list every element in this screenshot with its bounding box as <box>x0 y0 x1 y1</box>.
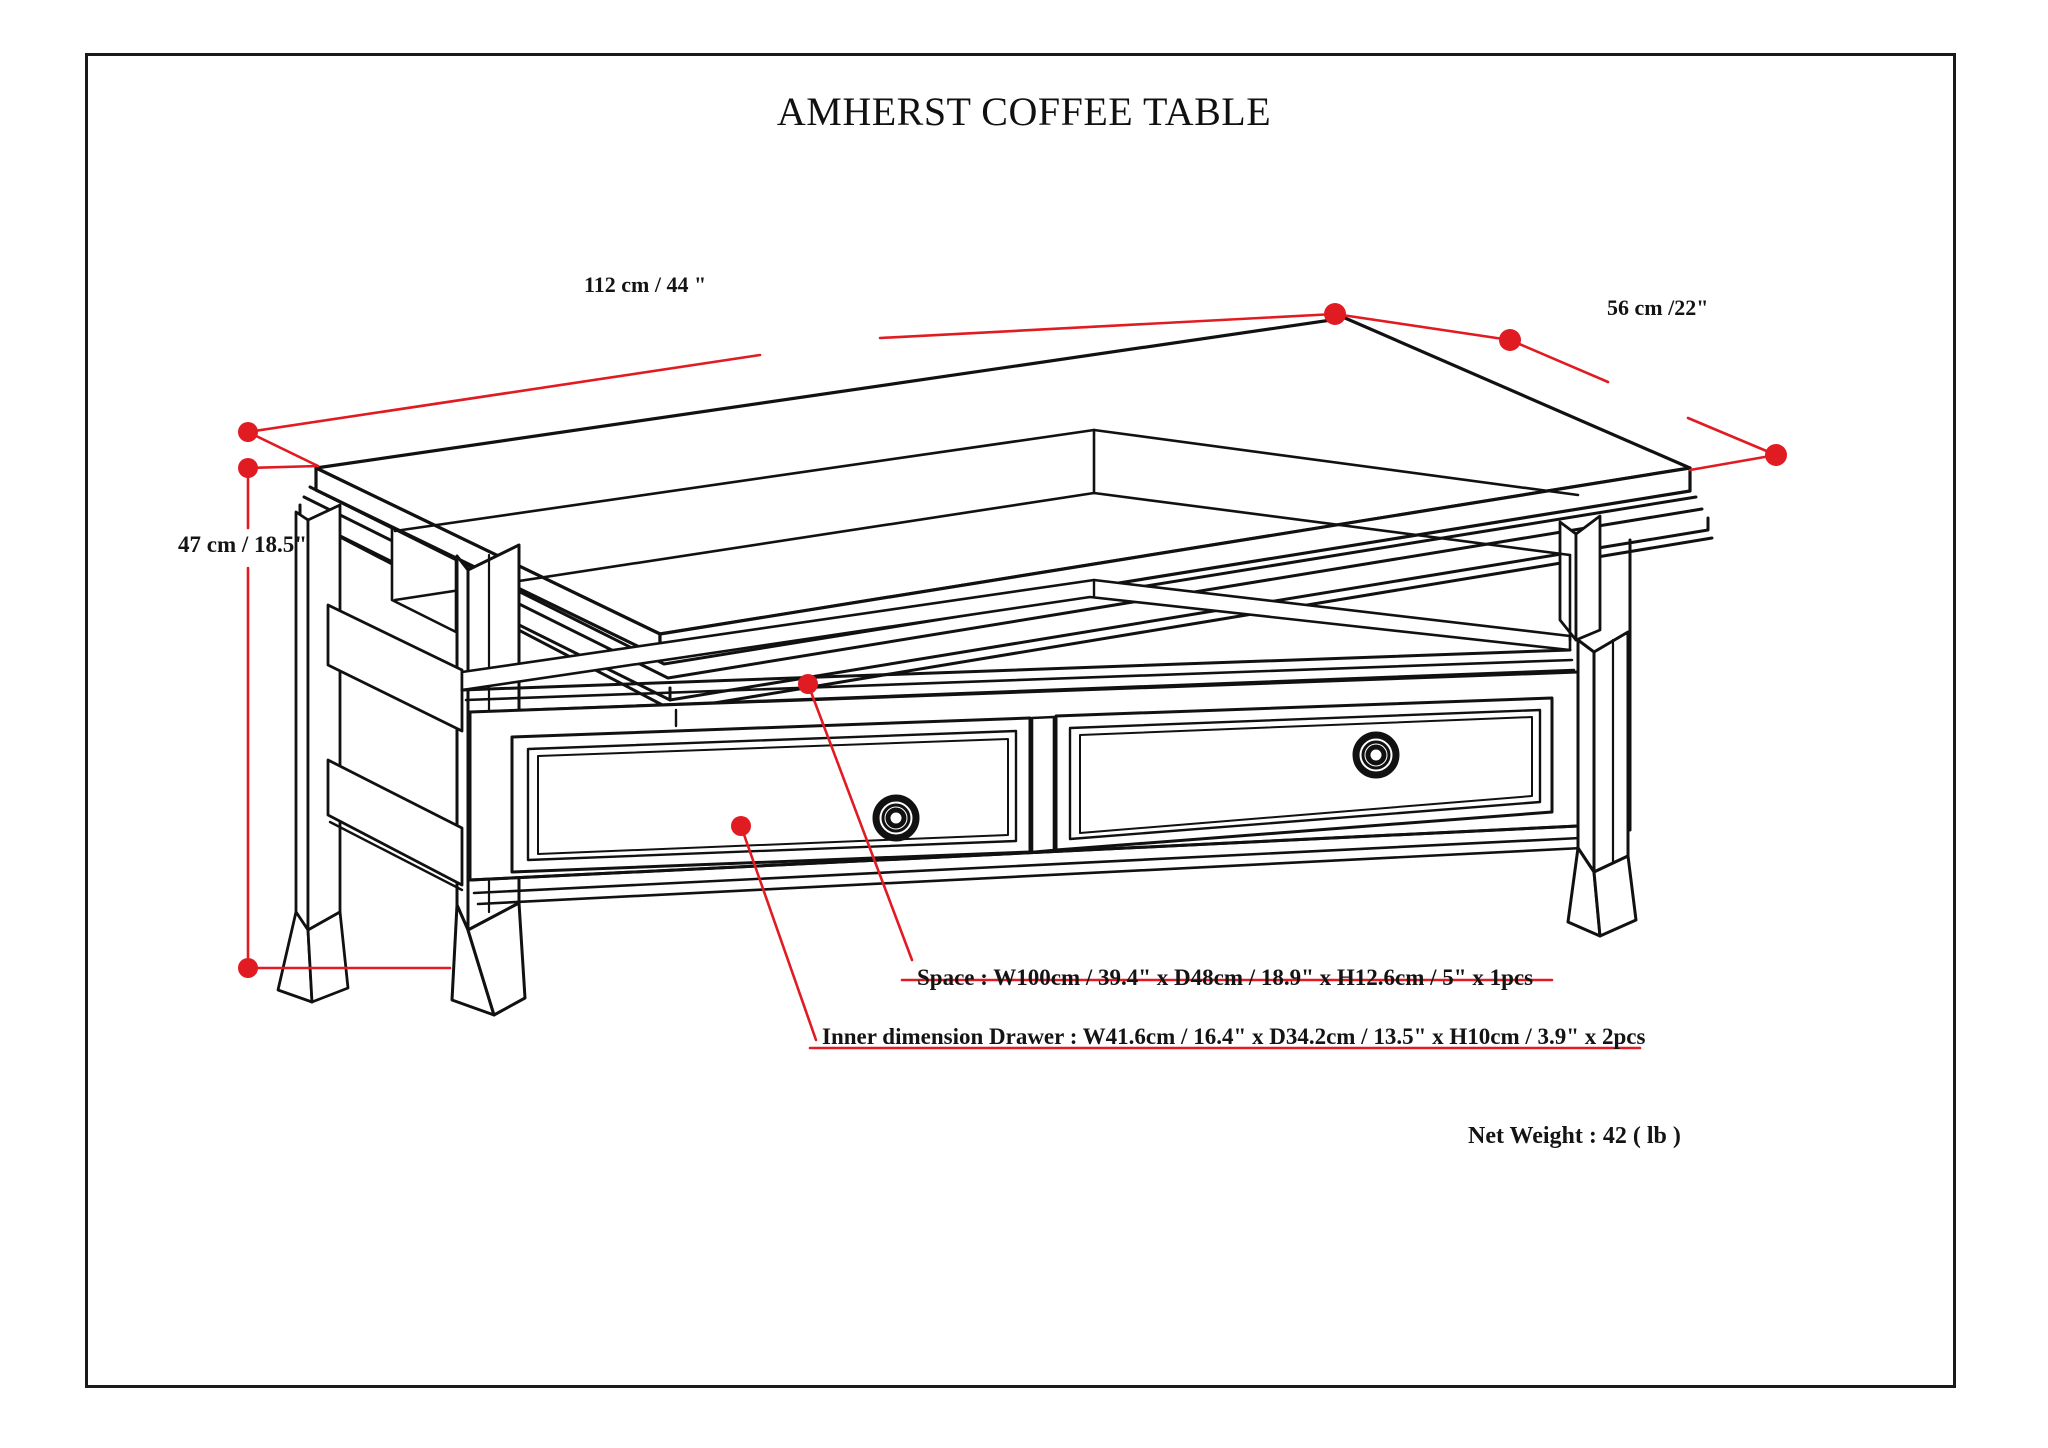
page-title: AMHERST COFFEE TABLE <box>776 89 1272 134</box>
apron-moulding <box>674 428 1580 728</box>
table-illustration <box>276 316 1714 1017</box>
drawer-left <box>510 716 1032 874</box>
red-dot-marker-icon <box>238 458 258 478</box>
red-dot-marker-icon <box>798 674 818 694</box>
dimension-width <box>246 312 1337 434</box>
dimension-depth <box>1333 312 1778 472</box>
drawer-right <box>1054 696 1554 852</box>
back-left-leg <box>276 503 350 1004</box>
dimension-height <box>246 464 452 970</box>
dimension-width-leader <box>246 430 320 468</box>
leader-inner-drawer <box>739 824 1642 1050</box>
left-side-rails <box>326 603 464 892</box>
center-stile <box>1030 715 1056 854</box>
red-dot-marker-icon <box>238 958 258 978</box>
red-dot-marker-icon <box>1324 303 1346 325</box>
drawer-pull-left-icon[interactable] <box>872 794 920 842</box>
dimension-label-depth: 56 cm /22" <box>1607 295 1709 320</box>
leader-space <box>806 682 1554 982</box>
red-dot-marker-icon <box>238 422 258 442</box>
back-right-leg <box>1558 514 1602 642</box>
front-right-leg <box>1566 630 1638 938</box>
dimension-label-width: 112 cm / 44 " <box>584 272 707 297</box>
red-dot-marker-icon <box>1499 329 1521 351</box>
annotation-inner-drawer: Inner dimension Drawer : W41.6cm / 16.4"… <box>822 1024 1646 1049</box>
red-dot-marker-icon <box>731 816 751 836</box>
annotation-space: Space : W100cm / 39.4" x D48cm / 18.9" x… <box>917 965 1534 990</box>
drawer-pull-right-icon[interactable] <box>1352 731 1400 779</box>
dimension-marker-dots <box>238 303 1787 978</box>
dimension-lines <box>246 312 1778 1050</box>
spec-net-weight: Net Weight : 42 ( lb ) <box>1468 1123 1681 1149</box>
dimension-label-height: 47 cm / 18.5" <box>178 532 308 557</box>
red-dot-marker-icon <box>1765 444 1787 466</box>
